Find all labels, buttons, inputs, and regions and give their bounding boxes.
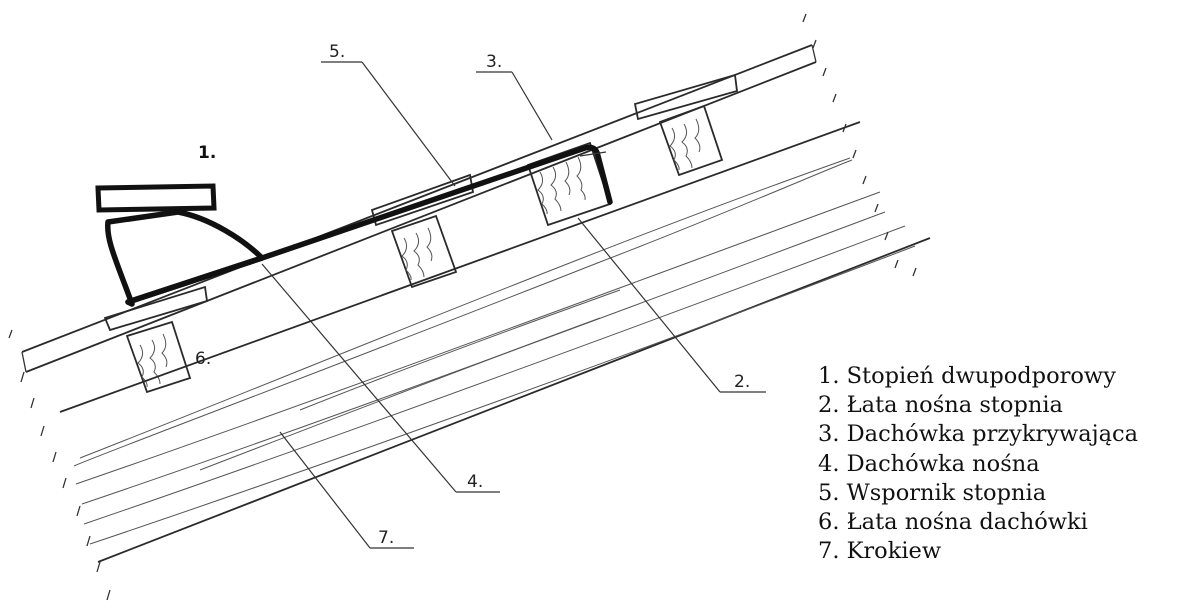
legend-item: 6. Łata nośna dachówki xyxy=(818,509,1088,536)
batten-grain xyxy=(537,171,548,215)
batten-grain xyxy=(401,237,412,281)
break-marks xyxy=(8,13,917,601)
batten-grain xyxy=(564,161,571,196)
tile-battens xyxy=(125,104,724,394)
leader-5 xyxy=(361,61,456,187)
tile-nib-3 xyxy=(633,73,738,121)
batten-grain xyxy=(681,123,693,169)
tile-nib-1 xyxy=(103,285,209,332)
break-mark xyxy=(8,329,13,339)
tile-batten-1 xyxy=(125,320,192,394)
leader-7 xyxy=(279,431,371,549)
leader-lines xyxy=(261,61,766,549)
dimension-tick xyxy=(579,151,607,157)
batten-grain xyxy=(669,127,680,171)
leader-2 xyxy=(577,217,721,393)
label-rafter: 7. xyxy=(378,528,394,548)
tile-top-edge xyxy=(21,44,813,353)
rafter-top-edge xyxy=(59,121,861,413)
leader-4 xyxy=(261,263,457,493)
legend-item: 3. Dachówka przykrywająca xyxy=(818,421,1139,448)
rafter-bottom-edge xyxy=(97,237,931,563)
step-bracket xyxy=(125,144,613,305)
break-mark-left xyxy=(20,371,111,601)
step-support-foot xyxy=(105,209,265,307)
step-assembly xyxy=(95,144,613,307)
label-step-bracket: 5. xyxy=(329,42,345,62)
rafter-grain xyxy=(75,191,881,485)
legend-item: 5. Wspornik stopnia xyxy=(818,479,1047,506)
rafter-grain xyxy=(83,225,906,525)
tile-batten-2 xyxy=(390,214,458,289)
tile-end-cap xyxy=(21,351,27,373)
legend-item: 4. Dachówka nośna xyxy=(818,450,1040,477)
rafter xyxy=(59,121,931,563)
tile-batten-3 xyxy=(658,104,724,177)
batten-grain xyxy=(161,333,168,368)
label-tile-batten: 6. xyxy=(195,349,211,369)
batten-grain xyxy=(694,118,701,153)
label-bearing-tile: 4. xyxy=(467,472,483,492)
label-step-batten: 2. xyxy=(734,372,750,392)
batten-grain xyxy=(137,344,148,388)
rafter-grain xyxy=(299,289,621,411)
label-cover-tile: 3. xyxy=(486,52,502,72)
step-tread-inner xyxy=(112,194,200,202)
batten-grain xyxy=(550,166,562,212)
legend: 1. Stopień dwupodporowy 2. Łata nośna st… xyxy=(818,362,1138,566)
rafter-grain xyxy=(199,317,601,471)
batten-grain xyxy=(149,339,161,385)
rafter-grain xyxy=(89,245,916,545)
label-step: 1. xyxy=(198,143,216,163)
legend-item: 7. Krokiew xyxy=(818,538,942,565)
legend-item: 1. Stopień dwupodporowy xyxy=(818,363,1116,389)
legend-item: 2. Łata nośna stopnia xyxy=(818,392,1063,419)
rafter-grain xyxy=(79,157,851,459)
rafter-grain xyxy=(73,159,853,467)
leader-3 xyxy=(511,71,553,141)
batten-grain xyxy=(426,227,433,262)
break-mark-right xyxy=(802,13,917,277)
batten-grain xyxy=(576,156,586,201)
batten-grain xyxy=(413,232,425,278)
